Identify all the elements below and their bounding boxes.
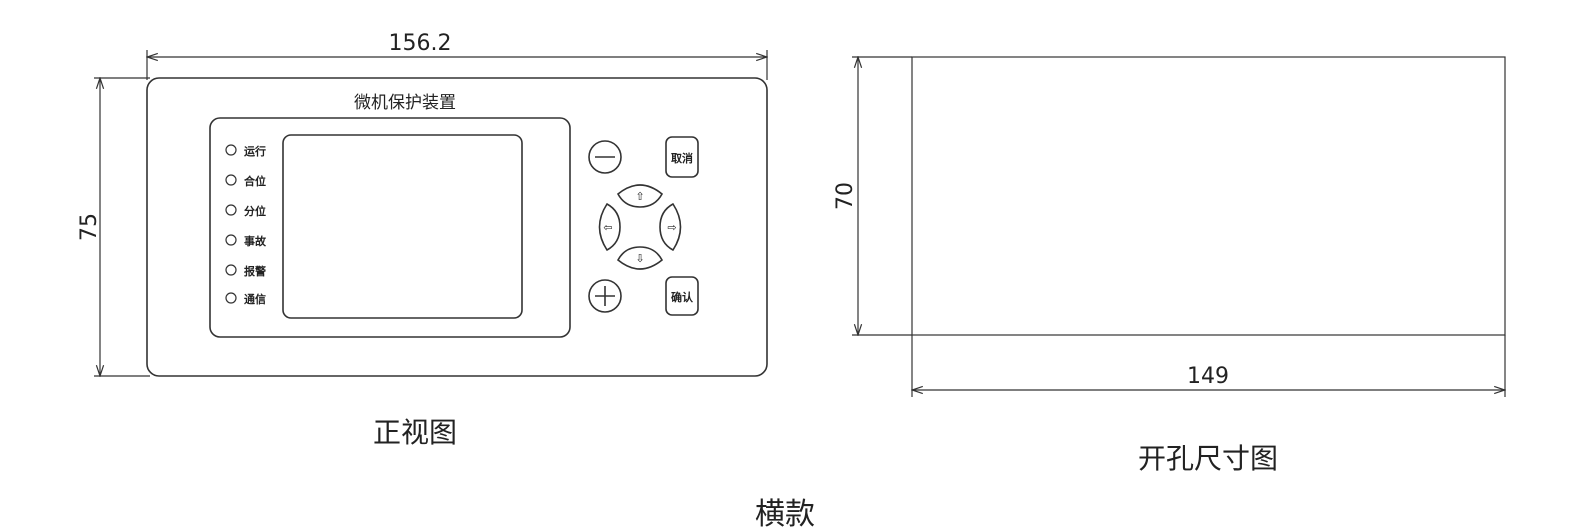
cutout-width-dimension: 149 <box>912 335 1505 397</box>
led-label: 事故 <box>244 234 267 248</box>
front-width-dimension: 156.2 <box>147 31 767 80</box>
down-key <box>616 246 664 270</box>
led-indicators: 运行 合位 分位 事故 报警 通信 <box>225 144 267 306</box>
device-title: 微机保护装置 <box>354 93 456 113</box>
led-icon <box>225 174 237 186</box>
led-icon <box>225 234 237 246</box>
lcd-screen <box>282 134 523 319</box>
cutout-view-caption: 开孔尺寸图 <box>1138 442 1278 475</box>
svg-text:取消: 取消 <box>671 151 693 165</box>
led-icon <box>225 264 237 276</box>
footer-caption: 横款 <box>755 497 815 532</box>
cutout-rectangle <box>911 56 1506 336</box>
led-label: 报警 <box>244 264 266 278</box>
cutout-width-label: 149 <box>1187 364 1229 389</box>
arrow-down-icon: ⇩ <box>635 252 644 265</box>
led-label: 通信 <box>244 292 266 306</box>
led-label: 合位 <box>244 174 266 188</box>
front-height-label: 75 <box>77 213 102 241</box>
confirm-button: 确认 <box>665 276 699 316</box>
arrow-up-icon: ⇧ <box>635 190 644 203</box>
cutout-height-label: 70 <box>833 182 858 210</box>
direction-pad: ⇧ ⇩ ⇦ ⇨ <box>598 184 682 270</box>
right-key <box>659 202 682 252</box>
left-key <box>598 202 621 252</box>
cancel-button: 取消 <box>665 136 699 178</box>
front-width-label: 156.2 <box>389 31 452 56</box>
front-height-dimension: 75 <box>77 78 150 376</box>
cutout-height-dimension: 70 <box>833 57 912 335</box>
up-key <box>616 184 664 208</box>
front-view-caption: 正视图 <box>373 416 457 449</box>
led-icon <box>225 292 237 304</box>
svg-text:确认: 确认 <box>671 290 694 304</box>
device-front-panel: 微机保护装置 运行 合位 分位 事故 报警 通信 取消 确认 <box>146 77 768 377</box>
arrow-right-icon: ⇨ <box>667 221 676 234</box>
plus-button <box>588 279 622 313</box>
minus-button <box>588 140 622 174</box>
led-label: 分位 <box>244 204 266 218</box>
arrow-left-icon: ⇦ <box>603 221 612 234</box>
led-icon <box>225 204 237 216</box>
led-icon <box>225 144 237 156</box>
led-label: 运行 <box>244 144 266 158</box>
